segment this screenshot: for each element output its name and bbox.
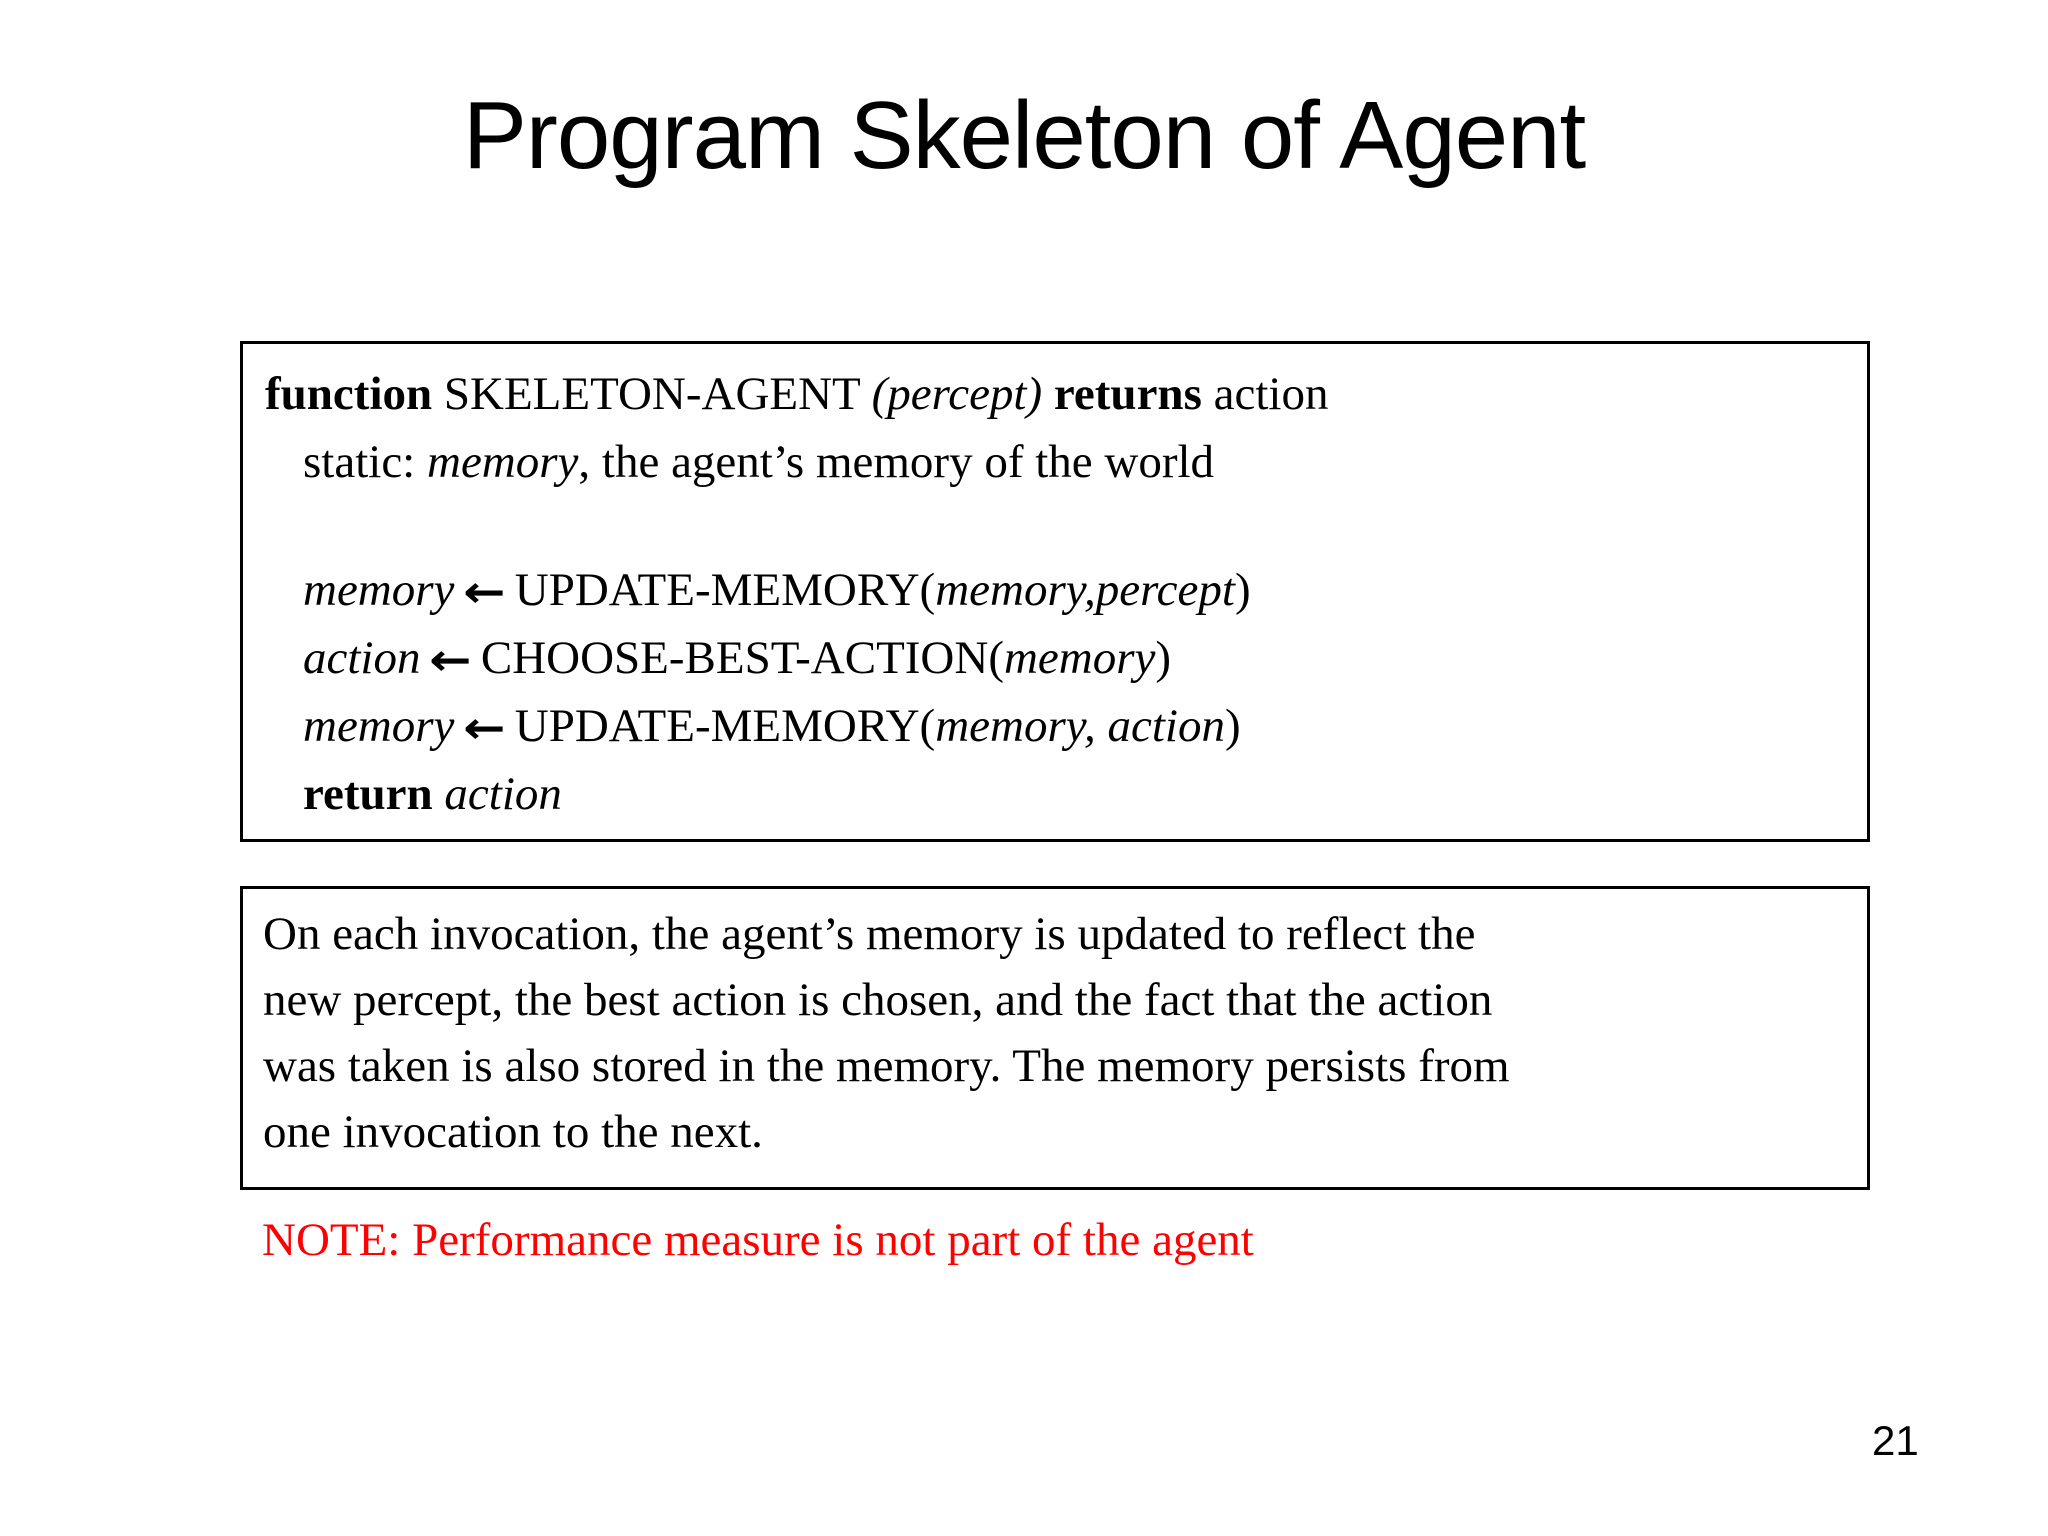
explanation-box: On each invocation, the agent’s memory i… [240, 886, 1870, 1190]
explanation-line: On each invocation, the agent’s memory i… [263, 908, 1476, 960]
return-keyword: return [303, 768, 433, 820]
call-choose-best-action: CHOOSE-BEST-ACTION( [480, 632, 1004, 684]
explanation-paragraph: On each invocation, the agent’s memory i… [263, 901, 1853, 1165]
call-args-2: memory [1003, 632, 1156, 684]
pseudocode-lines: function SKELETON-AGENT (percept) return… [265, 360, 1857, 828]
static-description: , the agent’s memory of the world [578, 436, 1215, 488]
page-title: Program Skeleton of Agent [462, 82, 1586, 189]
call-args-1: memory,percept [935, 564, 1235, 616]
return-value: action [444, 768, 562, 820]
page-number: 21 [1872, 1417, 1919, 1464]
code-line-blank [265, 496, 1857, 556]
call-update-memory-1: UPDATE-MEMORY( [514, 564, 936, 616]
assign-target-memory-2: memory [303, 700, 455, 752]
close-paren-2: ) [1155, 632, 1172, 684]
assign-target-memory-1: memory [303, 564, 455, 616]
code-line-signature: function SKELETON-AGENT (percept) return… [265, 360, 1857, 428]
function-keyword: function [265, 368, 433, 420]
returns-value: action [1213, 368, 1329, 420]
left-arrow-icon: ← [463, 703, 506, 754]
note-text: NOTE: Performance measure is not part of… [262, 1214, 1254, 1266]
explanation-line: new percept, the best action is chosen, … [263, 974, 1493, 1026]
code-line-update-memory-action: memory ← UPDATE-MEMORY(memory, action) [265, 692, 1857, 760]
pseudocode-box: function SKELETON-AGENT (percept) return… [240, 341, 1870, 842]
assign-target-action: action [303, 632, 421, 684]
close-paren-3: ) [1224, 700, 1241, 752]
call-args-3: memory, action [935, 700, 1225, 752]
explanation-line: one invocation to the next. [263, 1106, 763, 1158]
function-name: SKELETON-AGENT [443, 368, 860, 420]
returns-keyword: returns [1053, 368, 1202, 420]
function-parameter: (percept) [871, 368, 1043, 420]
static-variable: memory [427, 436, 579, 488]
static-keyword: static: [303, 436, 416, 488]
code-line-static: static: memory, the agent’s memory of th… [265, 428, 1857, 496]
code-line-update-memory-percept: memory ← UPDATE-MEMORY(memory,percept) [265, 556, 1857, 624]
close-paren-1: ) [1234, 564, 1251, 616]
call-update-memory-2: UPDATE-MEMORY( [514, 700, 936, 752]
left-arrow-icon: ← [429, 635, 472, 686]
left-arrow-icon: ← [463, 567, 506, 618]
code-line-return: return action [265, 760, 1857, 828]
explanation-line: was taken is also stored in the memory. … [263, 1040, 1510, 1092]
code-line-choose-best-action: action ← CHOOSE-BEST-ACTION(memory) [265, 624, 1857, 692]
